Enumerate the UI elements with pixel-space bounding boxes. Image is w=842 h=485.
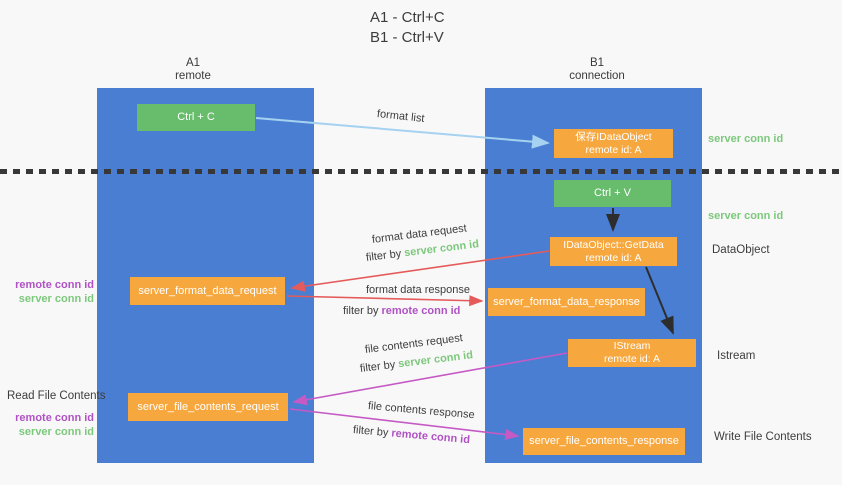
ctrl-v-label: Ctrl + V [594,187,631,199]
format-conn-id-pair: remote conn id server conn id [14,279,94,306]
server-format-data-request-label: server_format_data_request [138,284,277,297]
filter-by-text: filter by [343,305,379,317]
format-data-request-arrow [290,250,550,292]
server-conn-id-label-top: server conn id [708,133,784,145]
dotted-divider [0,169,842,174]
read-file-contents-label: Read File Contents [7,390,106,402]
save-idataobject-line1: 保存IDataObject [575,130,652,143]
file-contents-response-arrow [289,408,520,441]
istream-line2: remote id: A [603,353,661,365]
right-column-role: connection [569,70,625,82]
ctrl-v-node: Ctrl + V [554,180,671,207]
server-conn-id-label-1: server conn id [18,292,94,305]
getdata-line1: IDataObject::GetData [563,238,664,251]
ctrl-c-label: Ctrl + C [177,111,215,123]
title-line-2: B1 - Ctrl+V [370,29,444,46]
filter-by-remote-conn-id-label-1: filter by remote conn id [343,305,460,317]
save-idataobject-line2: remote id: A [585,143,642,156]
server-file-contents-request-label: server_file_contents_request [137,400,279,413]
server-conn-id-label-2: server conn id [18,425,94,438]
server-format-data-response-label: server_format_data_response [493,295,640,308]
istream-side-label: Istream [717,350,756,362]
istream-node: IStream remote id: A [568,339,696,367]
server-file-contents-response-label: server_file_contents_response [529,435,679,447]
server-format-data-response-node: server_format_data_response [488,288,645,316]
getdata-node: IDataObject::GetData remote id: A [550,237,677,266]
save-idataobject-node: 保存IDataObject remote id: A [554,129,673,158]
server-file-contents-response-node: server_file_contents_response [523,428,685,455]
server-conn-id-label-mid: server conn id [708,210,784,222]
format-data-response-arrow [286,295,484,307]
title-line-1: A1 - Ctrl+C [370,9,445,26]
ctrl-c-node: Ctrl + C [137,104,255,131]
getdata-to-istream-arrow [645,266,674,335]
right-column-header: B1 connection [547,57,647,83]
remote-conn-id-filter-1: remote conn id [381,305,461,317]
left-column-header: A1 remote [143,57,243,83]
format-data-response-label: format data response [366,284,470,296]
server-file-contents-request-node: server_file_contents_request [128,393,288,421]
left-column-name: A1 [185,57,201,69]
right-column-name: B1 [589,57,605,69]
format-list-arrow [255,117,550,149]
left-column-role: remote [175,70,211,82]
getdata-line2: remote id: A [585,251,642,264]
diagram-title: A1 - Ctrl+C B1 - Ctrl+V [370,8,445,48]
server-format-data-request-node: server_format_data_request [130,277,285,305]
dataobject-label: DataObject [712,244,770,256]
remote-conn-id-label-1: remote conn id [15,279,94,291]
istream-line1: IStream [613,340,651,352]
remote-conn-id-label-2: remote conn id [15,412,94,424]
write-file-contents-label: Write File Contents [714,431,812,443]
file-conn-id-pair: remote conn id server conn id [14,412,94,439]
file-contents-request-arrow [292,352,568,406]
